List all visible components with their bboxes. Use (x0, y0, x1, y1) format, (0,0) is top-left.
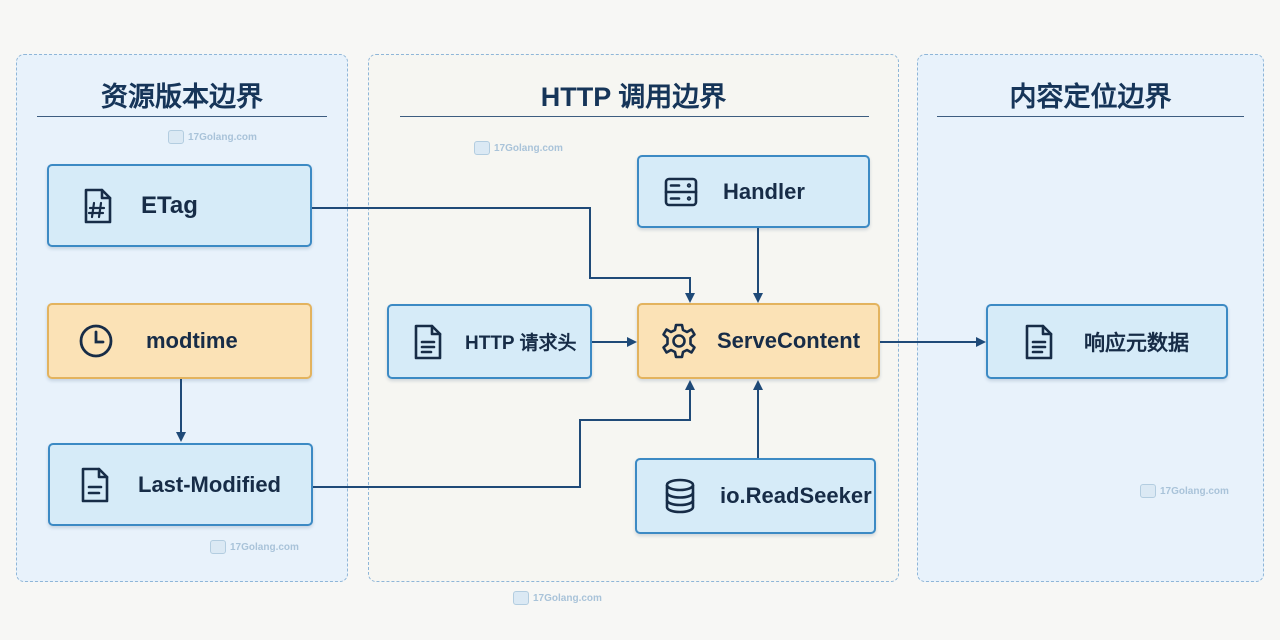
database-icon (660, 476, 700, 516)
node-etag[interactable]: ETag (47, 164, 312, 247)
node-last-modified[interactable]: Last-Modified (48, 443, 313, 526)
watermark: 17Golang.com (513, 591, 602, 605)
node-label: modtime (146, 328, 238, 353)
watermark-logo-icon (1140, 484, 1156, 498)
panel-divider (37, 116, 327, 117)
node-response-metadata[interactable]: 响应元数据 (986, 304, 1228, 379)
panel-title: 内容定位边界 (1009, 82, 1172, 112)
document-icon (1018, 322, 1058, 362)
document-icon (407, 322, 447, 362)
watermark: 17Golang.com (210, 540, 299, 554)
node-http-request-header[interactable]: HTTP 请求头 (387, 304, 592, 379)
node-label: HTTP 请求头 (465, 333, 577, 354)
panel-title: HTTP 调用边界 (540, 82, 727, 112)
watermark-logo-icon (168, 130, 184, 144)
watermark-logo-icon (474, 141, 490, 155)
panel-divider (400, 116, 869, 117)
watermark-logo-icon (210, 540, 226, 554)
node-label: Handler (723, 178, 805, 204)
watermark-logo-icon (513, 591, 529, 605)
arrow-etag-to-servecontent (312, 207, 695, 303)
node-label: ServeContent (717, 328, 861, 353)
server-icon (661, 172, 701, 212)
node-handler[interactable]: Handler (637, 155, 870, 228)
node-modtime[interactable]: modtime (47, 303, 312, 379)
hash-file-icon (77, 186, 117, 226)
gear-icon (659, 321, 699, 361)
node-label: ETag (141, 191, 198, 219)
clock-icon (76, 321, 116, 361)
node-label: io.ReadSeeker (720, 483, 872, 508)
panel-divider (937, 116, 1244, 117)
arrow-lastmodified-to-servecontent (313, 380, 695, 488)
watermark: 17Golang.com (168, 130, 257, 144)
document-icon (74, 465, 114, 505)
node-servecontent[interactable]: ServeContent (637, 303, 880, 379)
watermark: 17Golang.com (1140, 484, 1229, 498)
node-label: 响应元数据 (1084, 331, 1189, 355)
panel-title: 资源版本边界 (101, 82, 263, 112)
node-label: Last-Modified (138, 471, 281, 497)
node-io-readseeker[interactable]: io.ReadSeeker (635, 458, 876, 534)
watermark: 17Golang.com (474, 141, 563, 155)
